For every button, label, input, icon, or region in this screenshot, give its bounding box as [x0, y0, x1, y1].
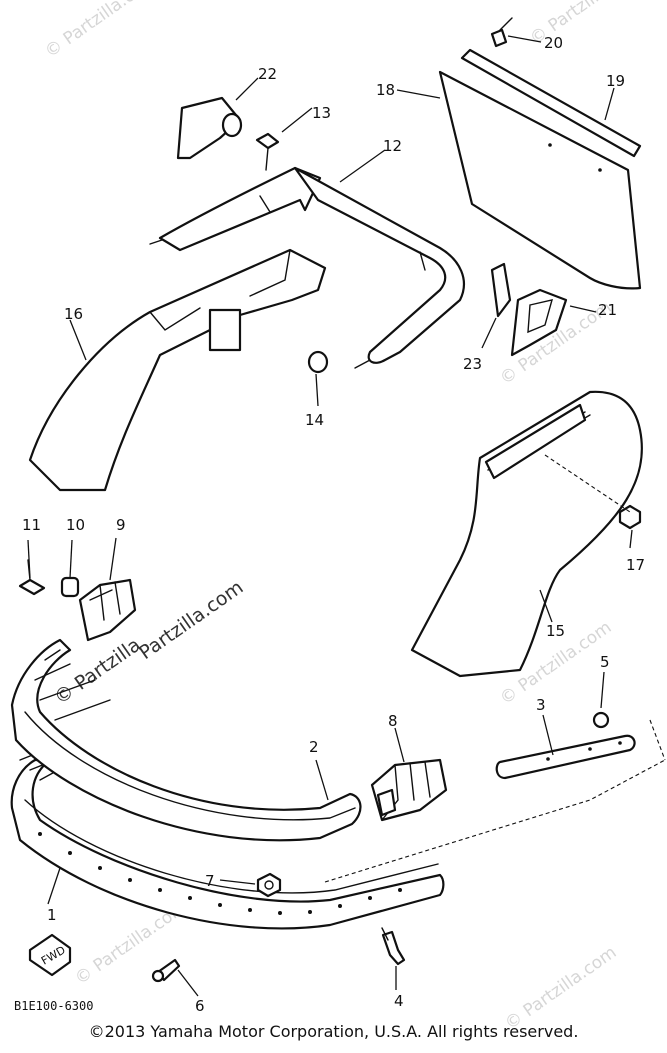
part-23-plate [490, 262, 512, 318]
callout-18: 18 [376, 81, 395, 99]
callout-21: 21 [598, 301, 617, 319]
part-21-bracket [510, 288, 568, 357]
part-6-screw [151, 958, 181, 983]
fwd-arrow: FWD [28, 933, 72, 977]
part-15-side-cover [410, 390, 643, 678]
part-11-bolt [18, 559, 46, 596]
callout-13: 13 [312, 104, 331, 122]
part-12-frame [149, 166, 465, 369]
callout-23: 23 [463, 355, 482, 373]
callout-5: 5 [600, 653, 610, 671]
part-10-collar [60, 576, 80, 598]
part-19-strip [460, 48, 642, 158]
part-8-damper [370, 758, 448, 822]
callout-4: 4 [394, 992, 404, 1010]
part-5-grommet [592, 711, 610, 729]
part-3-strip [495, 734, 636, 780]
dashed-lines [324, 454, 666, 883]
callout-8: 8 [388, 712, 398, 730]
part-20-clip [490, 17, 513, 48]
part-9-clip [78, 578, 137, 642]
callout-16: 16 [64, 305, 83, 323]
callouts: 1 2 3 4 5 6 7 8 9 10 11 12 13 14 15 16 1… [22, 34, 645, 1015]
callout-7: 7 [205, 872, 215, 890]
watermark: © Partzilla.com [41, 0, 160, 62]
part-18-plate [438, 70, 642, 290]
part-22-bracket [176, 96, 243, 160]
leader-lines [27, 35, 633, 997]
part-2-upper-rail [10, 638, 362, 842]
callout-9: 9 [116, 516, 126, 534]
callout-15: 15 [546, 622, 565, 640]
callout-14: 14 [305, 411, 324, 429]
diagram-code: B1E100-6300 [14, 999, 93, 1013]
part-13-bolt [255, 132, 280, 171]
callout-22: 22 [258, 65, 277, 83]
part-7-nut [256, 872, 282, 898]
callout-19: 19 [606, 72, 625, 90]
callout-11: 11 [22, 516, 41, 534]
copyright-notice: ©2013 Yamaha Motor Corporation, U.S.A. A… [88, 1022, 579, 1041]
callout-10: 10 [66, 516, 85, 534]
watermark: © Partzilla.com [501, 942, 620, 1034]
part-14-grommet [307, 350, 329, 374]
callout-20: 20 [544, 34, 563, 52]
callout-1: 1 [47, 906, 57, 924]
part-4-pin [381, 927, 406, 966]
callout-6: 6 [195, 997, 205, 1015]
rail-holes [38, 832, 402, 915]
callout-3: 3 [536, 696, 546, 714]
part-17-nut [618, 504, 642, 530]
part-16-side-cover [28, 248, 327, 492]
callout-17: 17 [626, 556, 645, 574]
callout-2: 2 [309, 738, 319, 756]
watermark-center: Partzilla.com [135, 576, 247, 664]
callout-12: 12 [383, 137, 402, 155]
